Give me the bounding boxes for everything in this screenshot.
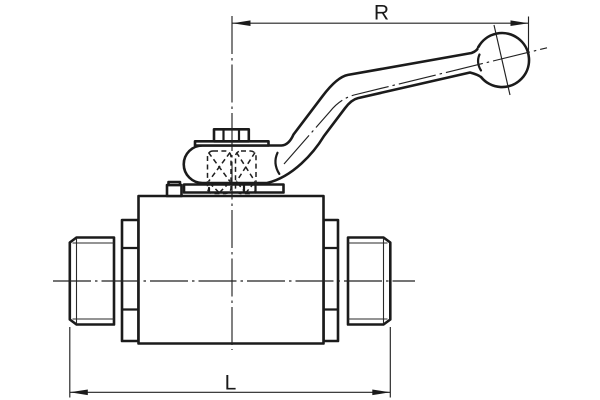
handle-ball [477,31,531,89]
hidden-right-square-outline [234,150,257,195]
stem-nut-outline [212,128,251,143]
hidden-left-square-outline [206,150,232,195]
valve-geometry [68,31,531,345]
handle-lever [182,42,494,185]
dimension-r-label: R [374,2,389,25]
mounting-plate-outline [182,183,285,194]
mounting-screw [165,180,183,198]
left-plug-outline [68,236,116,326]
ball-neck-arc [476,53,483,72]
hidden-left-square-diag-2 [207,152,231,182]
left-port-plug [68,236,116,326]
hidden-stem-right-square [234,150,257,195]
dimension-l-arrow-right [372,389,391,396]
hidden-right-square-diag-2 [235,152,256,182]
dimension-l-arrow-left [69,389,88,396]
mounting-screw-body [165,183,183,198]
hidden-stem-features [206,150,257,195]
hidden-stem-left-square [206,150,232,195]
ball-cross-centerline [493,24,511,96]
mounting-screw-lip [167,180,182,187]
stem-nut [212,128,251,143]
hidden-left-square-vee-2 [219,182,230,193]
handle-axis-centerline [283,47,548,165]
mounting-plate [182,183,285,194]
hidden-left-square-vee-1 [208,182,220,193]
hub-lever-fillet-arc [274,151,281,175]
dimension-length: L [69,327,391,398]
hidden-right-square-vee-1 [236,182,246,193]
center-lines [53,16,548,350]
valve-body [137,194,325,345]
hidden-right-square-vee-2 [245,182,255,193]
dimension-r-arrow-right [510,20,529,26]
dimension-l-label: L [225,372,237,395]
dimension-r-arrow-left [232,20,251,26]
dimension-radius: R [232,2,530,54]
